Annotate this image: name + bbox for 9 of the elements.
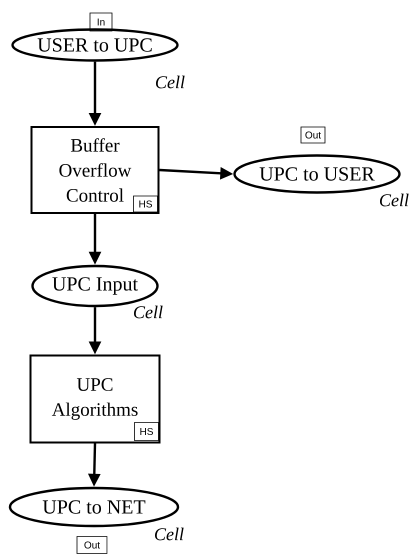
cell-label: Cell [380, 194, 409, 206]
port-tag: HS [134, 422, 159, 441]
port-tag: HS [133, 196, 158, 212]
cell-label: Cell [134, 306, 163, 318]
cell-label: Cell [156, 76, 185, 88]
port-tag: Out [300, 126, 326, 144]
cell-label: Cell [155, 528, 184, 540]
port-tag: Out [76, 536, 108, 554]
port-tag: In [90, 12, 112, 32]
